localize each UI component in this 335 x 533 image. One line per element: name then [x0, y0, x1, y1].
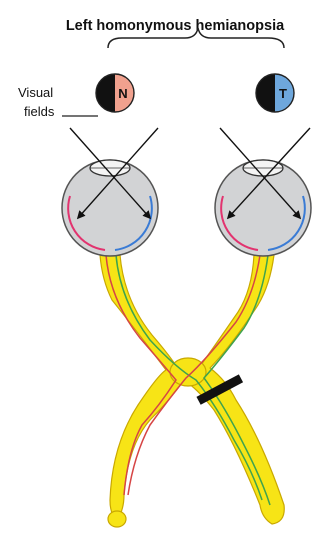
left-tract-end	[108, 511, 126, 527]
right-field-letter: T	[279, 86, 287, 101]
visual-fields-label-line1: Visual	[18, 85, 53, 100]
left-field-letter: N	[118, 86, 127, 101]
right-visual-field: T	[256, 74, 294, 112]
visual-fields-label-line2: fields	[24, 104, 55, 119]
left-visual-field: N	[96, 74, 134, 112]
left-eye	[62, 160, 158, 256]
diagram-title: Left homonymous hemianopsia	[66, 18, 285, 34]
right-eye	[215, 160, 311, 256]
